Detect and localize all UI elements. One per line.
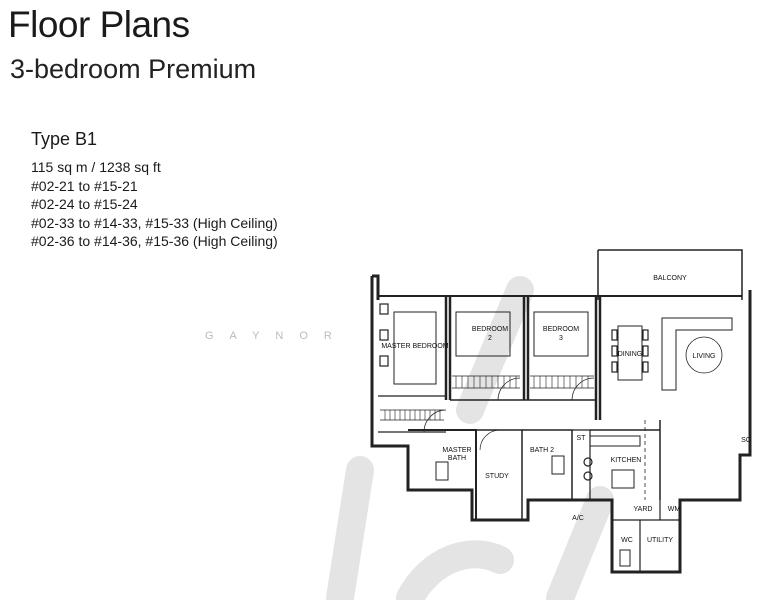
unit-specs-list: 115 sq m / 1238 sq ft #02-21 to #15-21 #… — [31, 158, 278, 251]
room-label-st: ST — [577, 435, 587, 442]
room-label-bedroom-2: BEDROOM — [472, 326, 508, 333]
room-label-master-bath-2: BATH — [448, 455, 466, 462]
room-label-sc: SC — [741, 437, 751, 444]
unit-range: #02-33 to #14-33, #15-33 (High Ceiling) — [31, 214, 278, 231]
room-label-yard: YARD — [634, 506, 653, 513]
unit-area: 115 sq m / 1238 sq ft — [31, 159, 161, 175]
room-label-bedroom-3: BEDROOM — [543, 326, 579, 333]
room-label-wm: WM — [668, 506, 681, 513]
watermark-logo — [326, 276, 614, 600]
unit-range: #02-21 to #15-21 — [31, 177, 138, 194]
room-label-balcony: BALCONY — [653, 275, 687, 282]
unit-type: Type B1 — [31, 129, 98, 149]
room-label-master-bedroom: MASTER BEDROOM — [381, 343, 448, 350]
room-label-living: LIVING — [693, 353, 716, 360]
page-title: Floor Plans — [8, 4, 190, 45]
room-label-bedroom-2-number: 2 — [488, 335, 492, 342]
room-label-wc: WC — [621, 537, 633, 544]
room-label-study: STUDY — [485, 473, 509, 480]
room-label-ac: A/C — [572, 515, 584, 522]
unit-range: #02-36 to #14-36, #15-36 (High Ceiling) — [31, 233, 278, 249]
room-label-kitchen: KITCHEN — [611, 457, 642, 464]
page-subtitle: 3-bedroom Premium — [10, 54, 257, 84]
walls — [370, 249, 752, 574]
room-label-utility: UTILITY — [647, 537, 673, 544]
watermark-text: GAYNOR — [205, 330, 348, 342]
room-label-master-bath: MASTER — [442, 447, 471, 454]
room-label-bath-2: BATH 2 — [530, 447, 554, 454]
room-label-dining: DINING — [618, 351, 643, 358]
unit-range: #02-24 to #15-24 — [31, 196, 138, 212]
room-label-bedroom-3-number: 3 — [559, 335, 563, 342]
